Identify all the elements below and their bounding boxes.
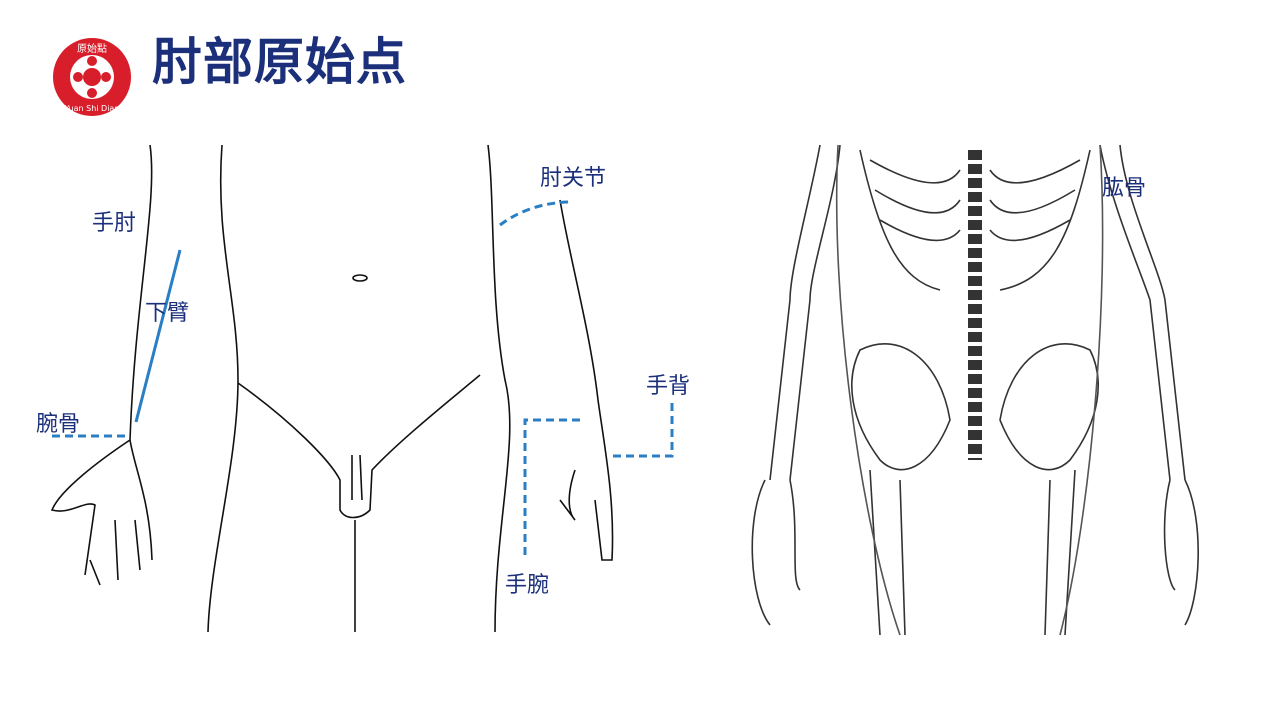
logo: 原始點 Yuan Shi Dian [53, 38, 131, 116]
label-humerus: 肱骨 [1102, 176, 1147, 201]
label-forearm: 下臂 [145, 301, 190, 326]
svg-text:原始點: 原始點 [77, 42, 107, 55]
page-title: 肘部原始点 [152, 33, 407, 91]
label-elbow: 手肘 [92, 211, 137, 236]
label-wrist-bone: 腕骨 [36, 412, 81, 437]
label-hand-back: 手背 [646, 374, 691, 399]
label-wrist: 手腕 [505, 573, 550, 598]
svg-text:Yuan Shi Dian: Yuan Shi Dian [64, 104, 120, 113]
label-elbow-joint: 肘关节 [540, 166, 607, 191]
